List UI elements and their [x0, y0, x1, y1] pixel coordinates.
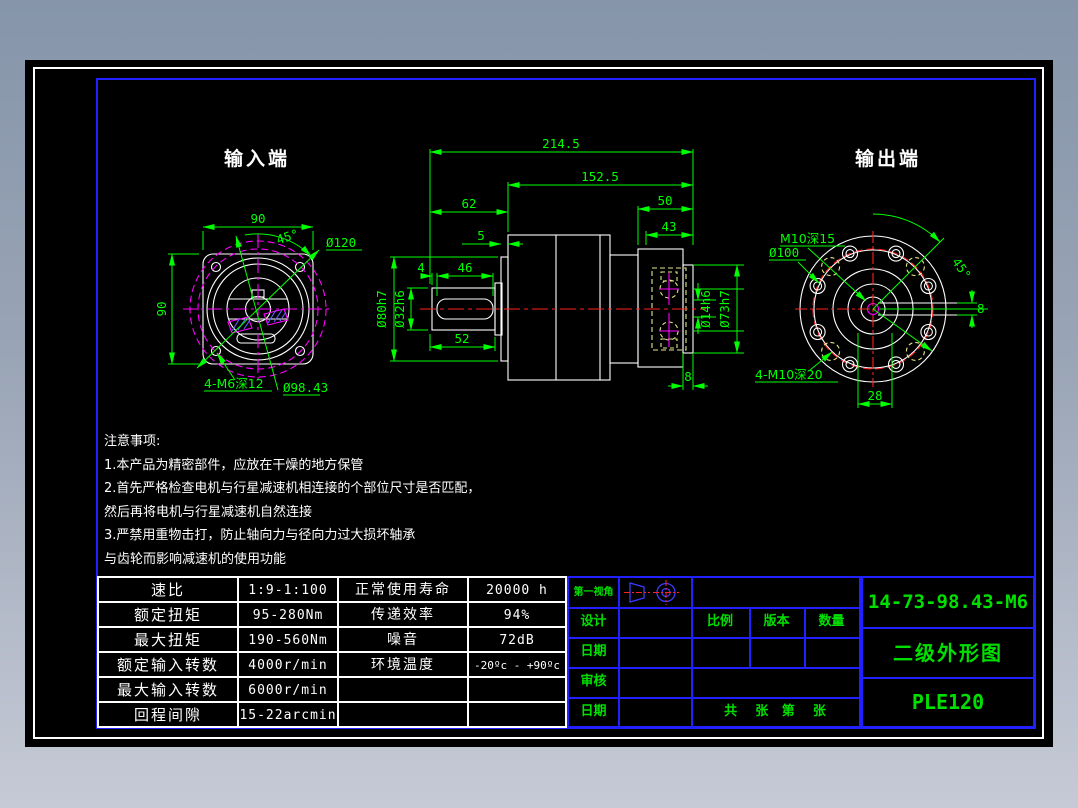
dim-output-angle: 45°: [949, 255, 974, 282]
dim-input-corner-holes: 4-M6深12: [204, 376, 264, 391]
quantity-header: 数量: [818, 614, 845, 629]
spec-value: [469, 678, 565, 703]
dim-body-length: 152.5: [581, 169, 619, 184]
input-end-view: 90 90 45° Ø120 4-M6深12 Ø98.43: [154, 211, 362, 396]
projection-symbol-icon: [624, 580, 679, 605]
input-end-title: 输入端: [223, 148, 290, 170]
note-line: 3.严禁用重物击打，防止轴向力与径向力过大损坏轴承: [104, 528, 416, 543]
dim-pilot-dia: Ø80h7: [374, 290, 389, 328]
note-line: 与齿轮而影响减速机的使用功能: [104, 551, 287, 567]
spec-value: 190-560Nm: [248, 633, 328, 648]
spec-value: 94%: [503, 608, 531, 623]
spec-label: 环境温度: [371, 657, 435, 673]
scale-header: 比例: [706, 614, 733, 629]
dim-total-length: 214.5: [542, 136, 580, 151]
dim-key-offset: 4: [417, 260, 425, 275]
drawing-svg: 90 90 45° Ø120 4-M6深12 Ø98.43: [33, 67, 1044, 739]
drawing-title: 二级外形图: [893, 641, 1003, 665]
checker-label: 审核: [580, 674, 607, 689]
designer-label: 设计: [580, 614, 607, 629]
sheet-frames: [33, 67, 1044, 739]
date-label: 日期: [580, 644, 607, 659]
dim-bore-dia: Ø14h6: [698, 290, 713, 328]
output-end-title: 输出端: [854, 148, 921, 170]
notes-title: 注意事项:: [104, 434, 161, 449]
spec-value: [469, 703, 565, 728]
title-block: 第一视角 设计 日期 审核 日期 比例 版本 数量 共 张 第 张: [567, 576, 861, 728]
dim-center-tap: M10深15: [780, 231, 835, 246]
spec-label: 速比: [150, 581, 185, 599]
spec-label: 额定输入转数: [116, 656, 219, 674]
dim-flange-width: 43: [661, 219, 676, 234]
spec-label: [339, 703, 467, 728]
model-number: PLE120: [911, 690, 985, 714]
spec-label: 回程间隙: [133, 706, 202, 724]
dim-pilot-depth: 8: [684, 369, 692, 384]
spec-label: 最大输入转数: [116, 681, 219, 699]
dim-input-length: 62: [461, 196, 476, 211]
spec-value: 20000 h: [486, 583, 548, 598]
spec-label: 传递效率: [371, 607, 435, 623]
spec-label: 正常使用寿命: [355, 582, 451, 598]
side-section-view: 214.5 152.5 62 50 43 5 4 46 52 8 Ø32h6 Ø…: [374, 136, 744, 390]
output-end-view: M10深15 Ø100 45° 8 4-M10深20 28: [755, 213, 988, 408]
spec-value: -20ºc - +90ºc: [473, 659, 561, 672]
spec-value: 1:9-1:100: [248, 583, 328, 598]
dim-input-width: 90: [250, 211, 265, 226]
dim-flange-thickness: 5: [477, 228, 485, 243]
dim-output-length: 50: [657, 193, 672, 208]
dim-input-bolt-circle: Ø98.43: [283, 380, 328, 395]
spec-table: 速比 1:9-1:100 额定扭矩 95-280Nm 最大扭矩 190-560N…: [97, 576, 567, 728]
dim-output-flange-holes: 4-M10深20: [755, 367, 823, 382]
spec-value: 15-22arcmin: [239, 708, 337, 723]
dim-input-flange-circle: Ø120: [326, 235, 356, 250]
spec-value: 95-280Nm: [252, 608, 324, 623]
date2-label: 日期: [580, 704, 607, 719]
spec-label: [339, 678, 467, 703]
notes-block: 注意事项: 1.本产品为精密部件，应放在干燥的地方保管 2.首先严格检查电机与行星减…: [104, 430, 480, 571]
projection-angle-label: 第一视角: [573, 587, 614, 598]
dim-output-bolt-circle: Ø100: [769, 245, 799, 260]
dim-input-angle: 45°: [274, 226, 300, 247]
spec-label: 最大扭矩: [133, 631, 202, 649]
spec-label: 噪音: [387, 632, 419, 648]
spec-label: 额定扭矩: [133, 606, 202, 624]
version-header: 版本: [763, 614, 790, 629]
spec-value: 6000r/min: [248, 683, 328, 698]
note-line: 然后再将电机与行星减速机自然连接: [104, 504, 313, 520]
dim-shaft-dia: Ø32h6: [392, 290, 407, 328]
sheet-info: 共 张 第 张: [724, 704, 826, 719]
dim-key-length: 46: [457, 260, 472, 275]
dim-shaft-length: 52: [454, 331, 469, 346]
note-line: 2.首先严格检查电机与行星减速机相连接的个部位尺寸是否匹配，: [104, 481, 481, 496]
dim-key-width: 8: [977, 301, 985, 316]
note-line: 1.本产品为精密部件，应放在干燥的地方保管: [104, 457, 364, 473]
spec-value: 4000r/min: [248, 658, 328, 673]
spec-value: 72dB: [499, 633, 535, 648]
cad-canvas: 90 90 45° Ø120 4-M6深12 Ø98.43: [25, 60, 1053, 747]
dim-input-height: 90: [154, 301, 169, 316]
part-number: 14-73-98.43-M6: [867, 591, 1029, 613]
title-block-right: 14-73-98.43-M6 二级外形图 PLE120: [861, 576, 1035, 728]
dim-key-span: 28: [867, 388, 882, 403]
dim-spigot-dia: Ø73h7: [717, 290, 732, 328]
